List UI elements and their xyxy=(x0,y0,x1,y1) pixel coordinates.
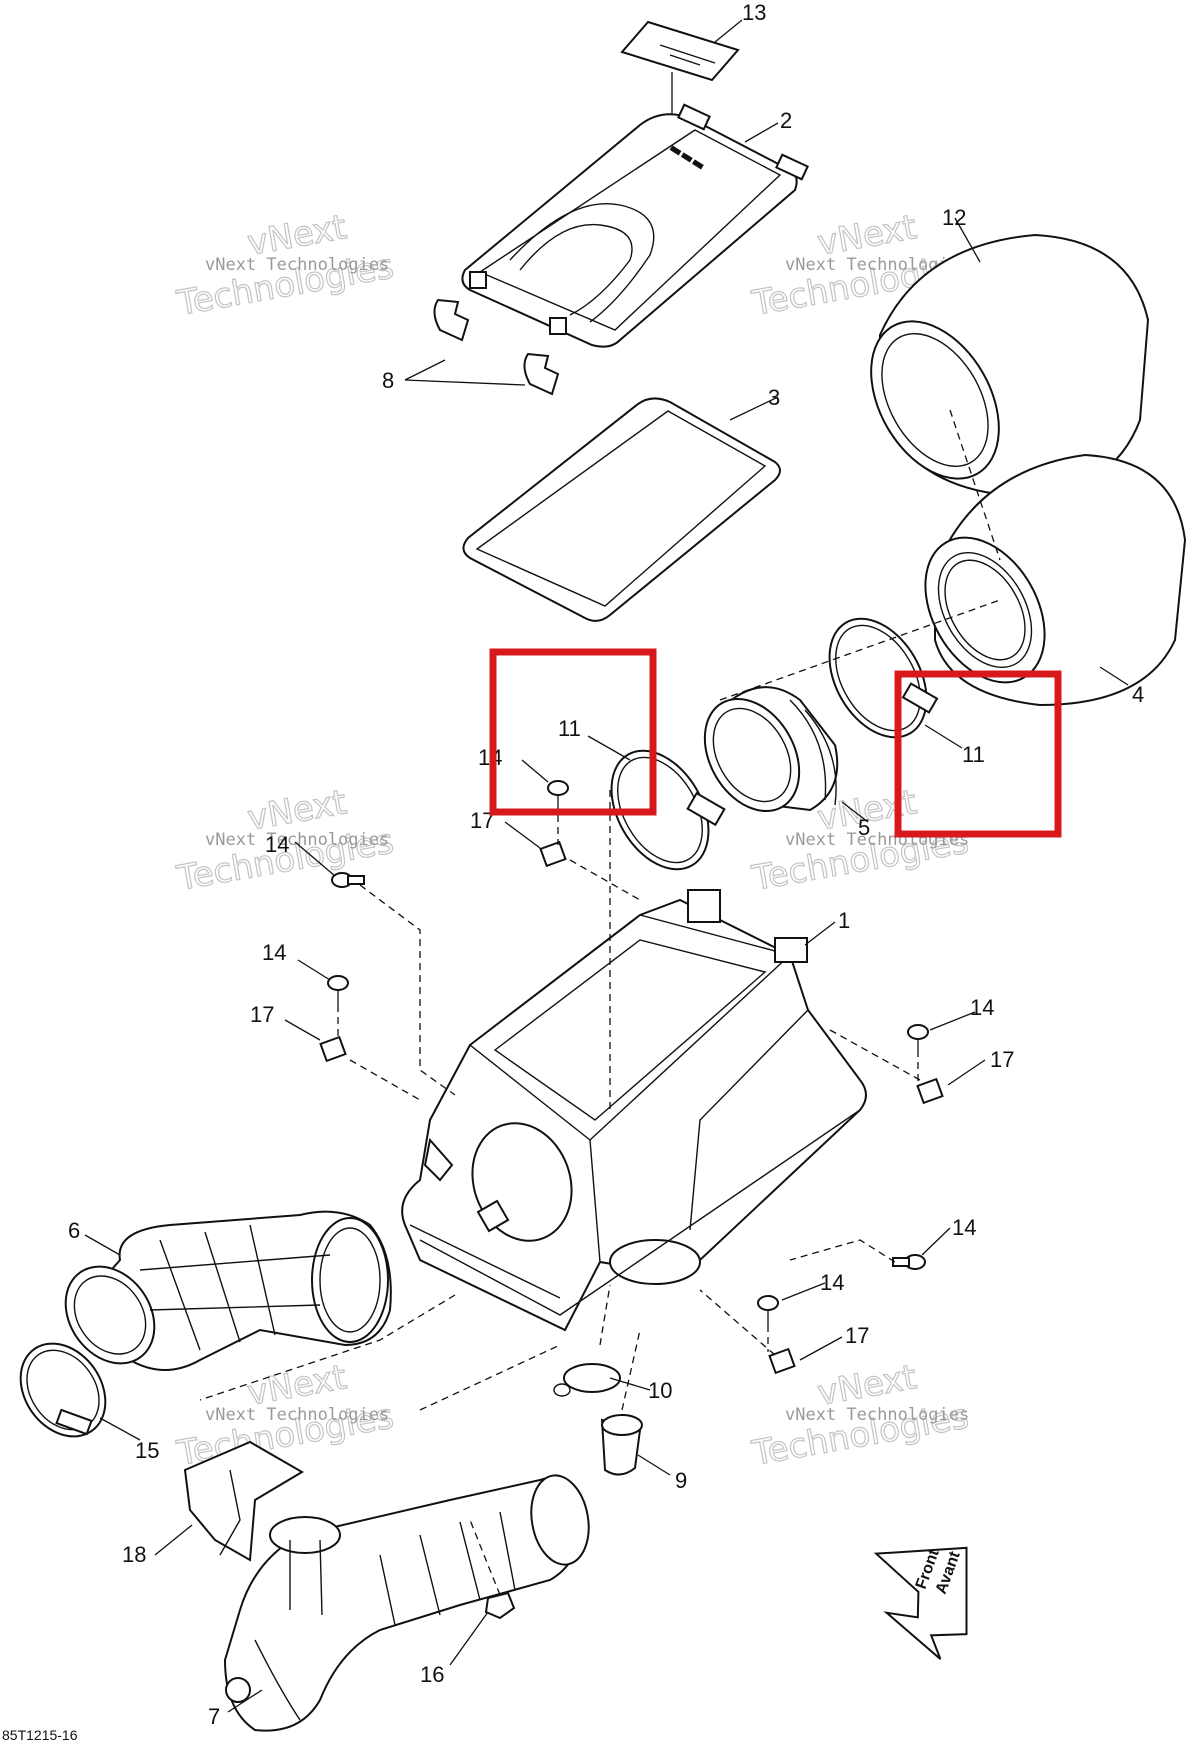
part-10-spring-clip xyxy=(553,1363,621,1397)
callout-14-right: 14 xyxy=(970,995,994,1020)
callout-14-left: 14 xyxy=(262,940,286,965)
callout-labels: 13 2 8 3 12 4 5 11 11 14 17 14 14 17 1 1… xyxy=(68,0,1144,1729)
assembly-lines xyxy=(199,409,1001,1596)
watermark-text: vNext Technologies xyxy=(785,1405,969,1425)
part-2-cover: ▬▬▬ xyxy=(461,103,809,348)
watermark-text: vNext Technologies xyxy=(205,255,389,275)
callout-17-right: 17 xyxy=(990,1047,1014,1072)
nut-17 xyxy=(916,1077,944,1105)
part-18-bracket xyxy=(183,1440,304,1562)
part-4-filter xyxy=(924,453,1187,707)
figure-reference: 85T1215-16 xyxy=(2,1727,78,1743)
watermark-bottom-left: Technologies vNext vNext Technologies xyxy=(173,1357,397,1475)
part-3-gasket xyxy=(462,397,781,622)
callout-17-bottom: 17 xyxy=(845,1323,869,1348)
callout-15: 15 xyxy=(135,1438,159,1463)
part-8-clips xyxy=(404,298,560,396)
part-5-adapter xyxy=(703,686,839,813)
callout-14-upper-left: 14 xyxy=(265,832,289,857)
part-6-intake-boot xyxy=(64,1210,392,1371)
leader-lines xyxy=(84,19,1129,1713)
callout-7: 7 xyxy=(208,1704,220,1729)
part-11-clamp-left xyxy=(610,749,726,871)
callout-10: 10 xyxy=(648,1378,672,1403)
watermark-text: vNext Technologies xyxy=(205,1405,389,1425)
part-16-fastener xyxy=(484,1591,516,1620)
part-1-airbox xyxy=(401,889,867,1332)
highlight-box-right xyxy=(894,670,1062,838)
watermark-text: vNext Technologies xyxy=(205,830,389,850)
bolt-14 xyxy=(907,1024,929,1050)
part-11-clamp-right xyxy=(828,617,939,739)
callout-11-right: 11 xyxy=(962,742,985,767)
bolt-14 xyxy=(331,872,365,888)
callout-16: 16 xyxy=(420,1662,444,1687)
bolt-14 xyxy=(547,780,569,810)
watermark-bottom-right: Technologies vNext vNext Technologies xyxy=(748,1357,972,1475)
part-12-prefilter xyxy=(870,233,1150,497)
callout-3: 3 xyxy=(768,385,780,410)
callout-17-left: 17 xyxy=(250,1002,274,1027)
part-7-duct xyxy=(223,1474,590,1732)
callout-5: 5 xyxy=(858,815,870,840)
callout-18: 18 xyxy=(122,1542,146,1567)
nut-17 xyxy=(319,1035,347,1063)
bolt-14 xyxy=(757,1295,779,1325)
nut-17 xyxy=(768,1347,796,1375)
callout-6: 6 xyxy=(68,1218,80,1243)
callout-11-left: 11 xyxy=(558,716,581,741)
callout-8: 8 xyxy=(382,368,394,393)
part-9-drain-sleeve xyxy=(600,1414,643,1476)
callout-14-bottom: 14 xyxy=(820,1270,844,1295)
nut-17 xyxy=(539,840,567,868)
watermark-top-left: Technologies vNext vNext Technologies xyxy=(173,207,397,325)
callout-2: 2 xyxy=(780,108,792,133)
callout-14-lower-right: 14 xyxy=(952,1215,976,1240)
callout-9: 9 xyxy=(675,1468,687,1493)
callout-4: 4 xyxy=(1132,682,1144,707)
front-direction-arrow: Front Avant xyxy=(873,1547,968,1660)
bolt-14 xyxy=(892,1254,926,1270)
bolt-14 xyxy=(327,975,349,1005)
watermark-text: vNext Technologies xyxy=(785,255,969,275)
highlight-box-left xyxy=(489,648,657,816)
callout-13: 13 xyxy=(742,0,766,25)
part-15-clamp xyxy=(19,1342,107,1438)
callout-1: 1 xyxy=(838,908,850,933)
callout-12: 12 xyxy=(942,205,966,230)
